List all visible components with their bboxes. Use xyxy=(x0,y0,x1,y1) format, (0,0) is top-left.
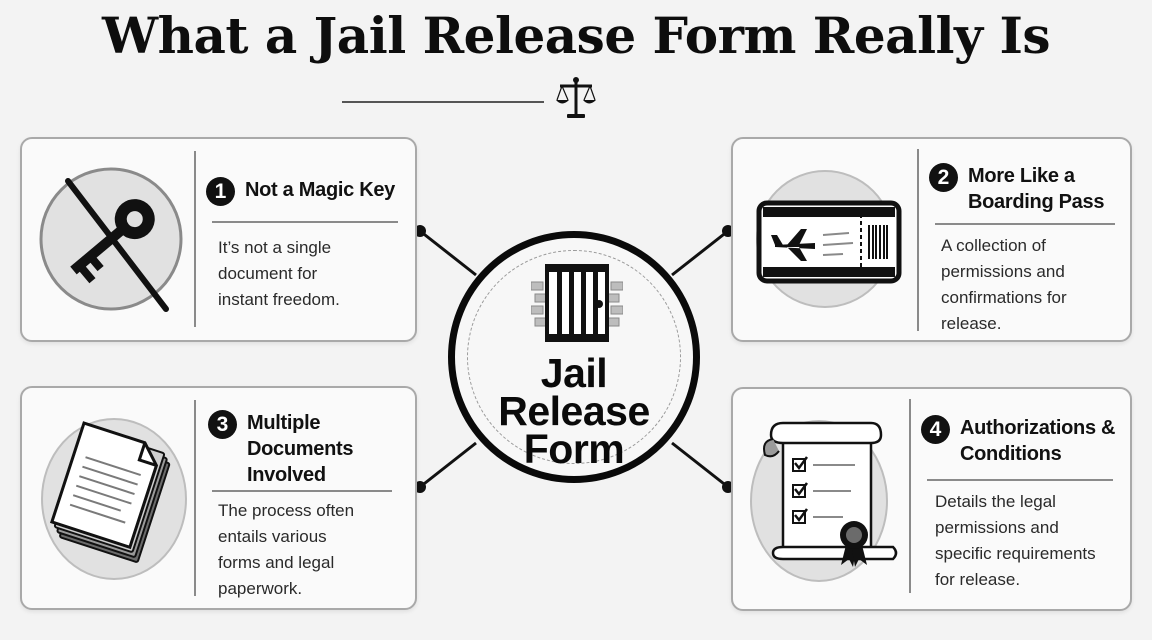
card-divider xyxy=(909,399,911,593)
title-divider-left xyxy=(342,101,544,103)
heading-rule xyxy=(212,490,392,492)
card-divider xyxy=(194,400,196,596)
card-heading: Authorizations & Conditions xyxy=(960,417,1116,465)
heading-rule xyxy=(935,223,1115,225)
card-divider xyxy=(917,149,919,331)
checklist-scroll-icon xyxy=(750,420,898,582)
scales-of-justice-icon xyxy=(556,77,596,118)
step-number-badge: 4 xyxy=(921,415,950,444)
card-heading: Multiple Documents Involved xyxy=(247,412,354,486)
crossed-out-key-icon xyxy=(39,167,183,312)
card-header: 4 Authorizations & Conditions xyxy=(921,415,1116,467)
hub-inner-ring xyxy=(467,250,681,464)
card-divider xyxy=(194,151,196,327)
card-description: A collection of permissions and confirma… xyxy=(941,236,1067,333)
card-not-a-magic-key: 1 Not a Magic Key It’s not a single docu… xyxy=(20,137,417,342)
card-description: It’s not a single document for instant f… xyxy=(218,238,340,309)
card-heading: Not a Magic Key xyxy=(245,179,395,201)
center-title: Jail Release Form xyxy=(498,350,650,472)
card-heading: More Like a Boarding Pass xyxy=(968,165,1105,213)
heading-rule xyxy=(212,221,398,223)
step-number-badge: 3 xyxy=(208,410,237,439)
document-stack-icon xyxy=(41,418,187,580)
card-description: The process often entails various forms … xyxy=(218,501,355,598)
page-title: What a Jail Release Form Really Is xyxy=(101,6,1051,65)
card-authorizations: 4 Authorizations & Conditions Details th… xyxy=(731,387,1132,611)
boarding-pass-icon xyxy=(756,170,902,308)
card-multiple-documents: 3 Multiple Documents Involved The proces… xyxy=(20,386,417,610)
card-boarding-pass: 2 More Like a Boarding Pass A collection… xyxy=(731,137,1132,342)
card-header: 1 Not a Magic Key xyxy=(206,177,395,206)
card-header: 3 Multiple Documents Involved xyxy=(208,410,354,488)
center-hub: Jail Release Form xyxy=(448,231,700,483)
card-header: 2 More Like a Boarding Pass xyxy=(929,163,1104,215)
step-number-badge: 2 xyxy=(929,163,958,192)
step-number-badge: 1 xyxy=(206,177,235,206)
heading-rule xyxy=(927,479,1113,481)
card-description: Details the legal permissions and specif… xyxy=(935,492,1096,589)
jail-cell-icon xyxy=(531,264,623,342)
